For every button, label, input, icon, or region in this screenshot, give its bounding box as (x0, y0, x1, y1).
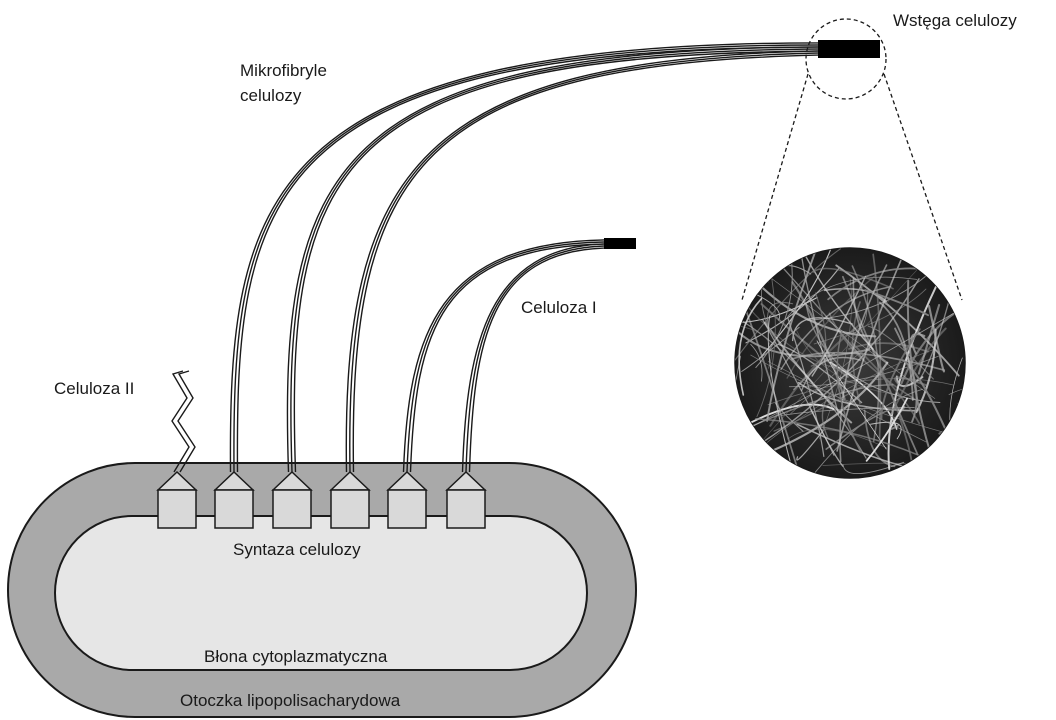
microfibril-strand (237, 47, 818, 472)
membrane-label: Błona cytoplazmatyczna (204, 647, 388, 666)
cellulose-i-bar (604, 238, 636, 249)
cellulose-i-strand (407, 242, 604, 472)
cellulose-ii-strand (172, 371, 195, 472)
envelope-label: Otoczka lipopolisacharydowa (180, 691, 401, 710)
cellulose-i-label: Celuloza I (521, 298, 597, 317)
cellulose-i-strand (466, 246, 604, 472)
microfibril-strand (234, 45, 818, 472)
microfibril-strand (230, 43, 818, 472)
microfibril-strand (287, 47, 818, 472)
bacterial-cell (8, 463, 636, 717)
ribbon-label: Wstęga celulozy (893, 11, 1017, 30)
microfibrils-label-line1: Mikrofibryle (240, 61, 327, 80)
cellulose-i-strand (463, 244, 605, 472)
ribbon-highlight-circle (806, 19, 886, 99)
cellulose-i-strand (404, 240, 605, 472)
cellulose-i-strand (411, 244, 605, 472)
cellulose-micrograph (733, 247, 966, 478)
cellulose-microfibrils (230, 43, 818, 472)
synthase-label: Syntaza celulozy (233, 540, 361, 559)
micrograph-fiber (895, 247, 939, 259)
microfibrils-label-line2: celulozy (240, 86, 302, 105)
cellulose-ii-label: Celuloza II (54, 379, 134, 398)
cellulose-i-strand (470, 248, 605, 472)
cellulose-ribbon-bar (818, 40, 880, 58)
micrograph-fiber (753, 254, 780, 273)
